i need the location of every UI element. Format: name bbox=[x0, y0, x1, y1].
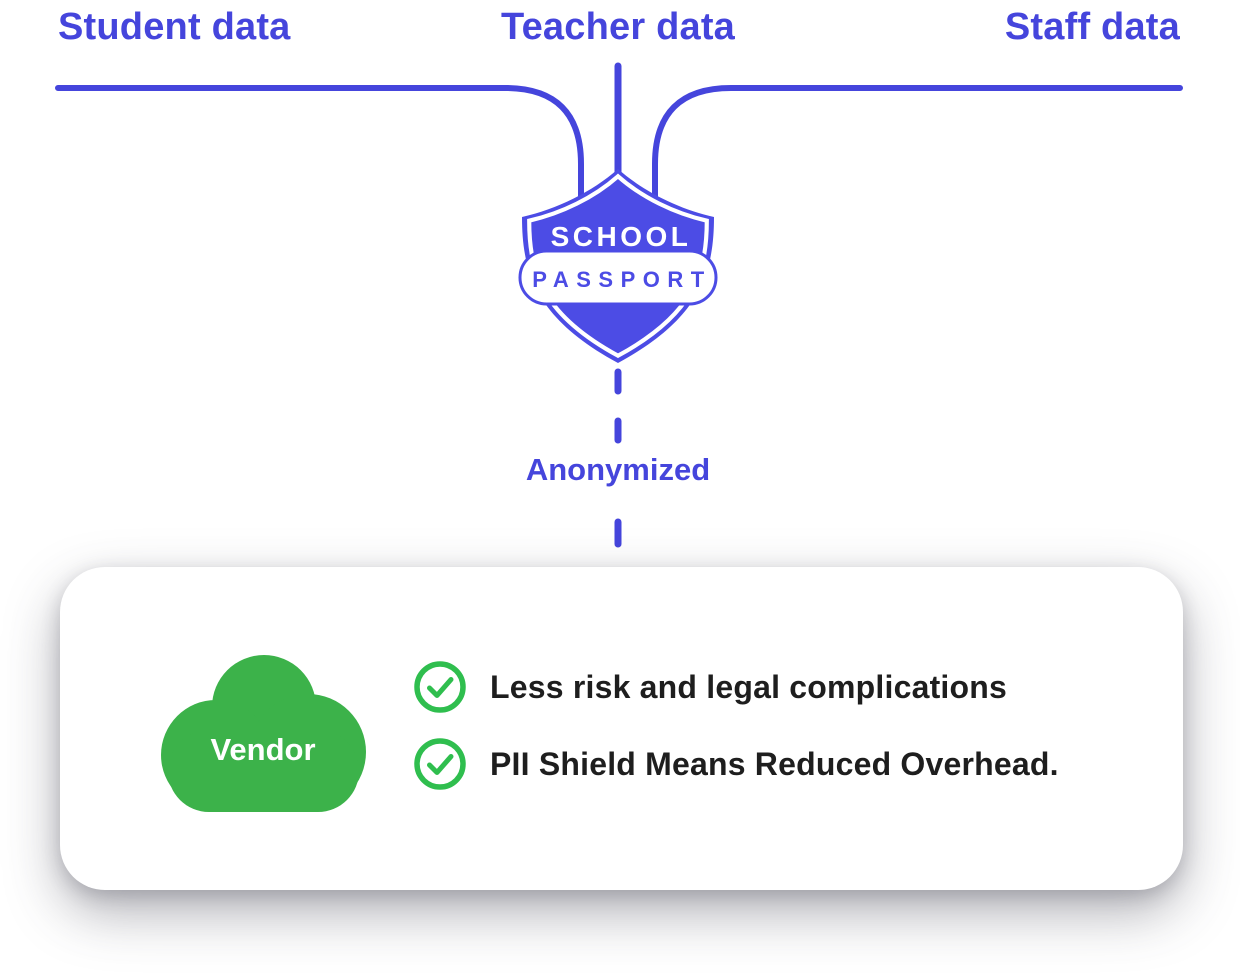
student-data-connector-line bbox=[55, 85, 584, 208]
vendor-cloud: Vendor bbox=[160, 652, 367, 812]
passport-pill bbox=[518, 249, 718, 306]
vendor-benefits-card: Vendor Less risk and legal complications… bbox=[60, 567, 1183, 890]
shield-inner-outline bbox=[527, 173, 709, 359]
source-label-teacher-data: Teacher data bbox=[500, 6, 736, 48]
check-circle-icon bbox=[414, 661, 466, 713]
school-passport-shield-logo: SCHOOL PASSPORT bbox=[518, 169, 718, 363]
source-label-student-data: Student data bbox=[58, 6, 291, 48]
benefits-list: Less risk and legal complications PII Sh… bbox=[414, 661, 1059, 790]
benefit-row: PII Shield Means Reduced Overhead. bbox=[414, 738, 1059, 790]
staff-data-connector-line bbox=[652, 85, 1183, 208]
connector-lines bbox=[55, 62, 1183, 254]
shield-icon bbox=[522, 169, 714, 363]
check-circle-icon bbox=[414, 738, 466, 790]
source-label-staff-data: Staff data bbox=[1004, 6, 1180, 48]
benefit-row: Less risk and legal complications bbox=[414, 661, 1059, 713]
vendor-label: Vendor bbox=[210, 732, 315, 767]
passport-pill-text: PASSPORT bbox=[532, 267, 711, 292]
benefit-text: PII Shield Means Reduced Overhead. bbox=[490, 745, 1059, 782]
shield-title-text: SCHOOL bbox=[551, 221, 692, 252]
anonymized-label: Anonymized bbox=[525, 452, 711, 487]
benefit-text: Less risk and legal complications bbox=[490, 668, 1008, 705]
cloud-icon: Vendor bbox=[161, 655, 366, 812]
